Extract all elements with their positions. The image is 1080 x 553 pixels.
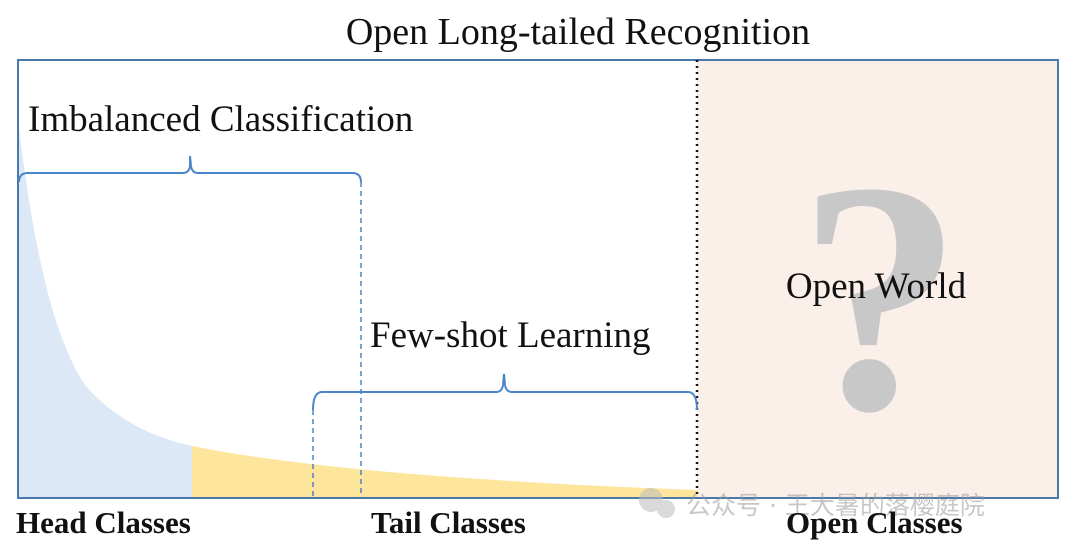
wechat-icon: [639, 488, 663, 512]
head-classes-label: Head Classes: [16, 505, 191, 540]
diagram-frame: [17, 59, 1059, 499]
open-world-region: [697, 60, 1058, 498]
watermark: 公众号 · 王大暑的落樱庭院: [639, 488, 985, 520]
head-classes-area: [18, 120, 192, 498]
question-mark-icon: ?: [798, 115, 963, 480]
tail-classes-label: Tail Classes: [371, 505, 526, 540]
imbalanced-bracket: [18, 155, 362, 183]
watermark-text: 公众号 · 王大暑的落樱庭院: [686, 491, 985, 520]
diagram-title: Open Long-tailed Recognition: [346, 11, 810, 53]
imbalanced-classification-label: Imbalanced Classification: [28, 99, 413, 140]
open-world-label: Open World: [786, 266, 967, 307]
tail-classes-area: [192, 446, 697, 498]
open-classes-label: Open Classes: [786, 505, 963, 540]
fewshot-bracket: [312, 373, 698, 411]
fewshot-learning-label: Few-shot Learning: [370, 315, 651, 356]
